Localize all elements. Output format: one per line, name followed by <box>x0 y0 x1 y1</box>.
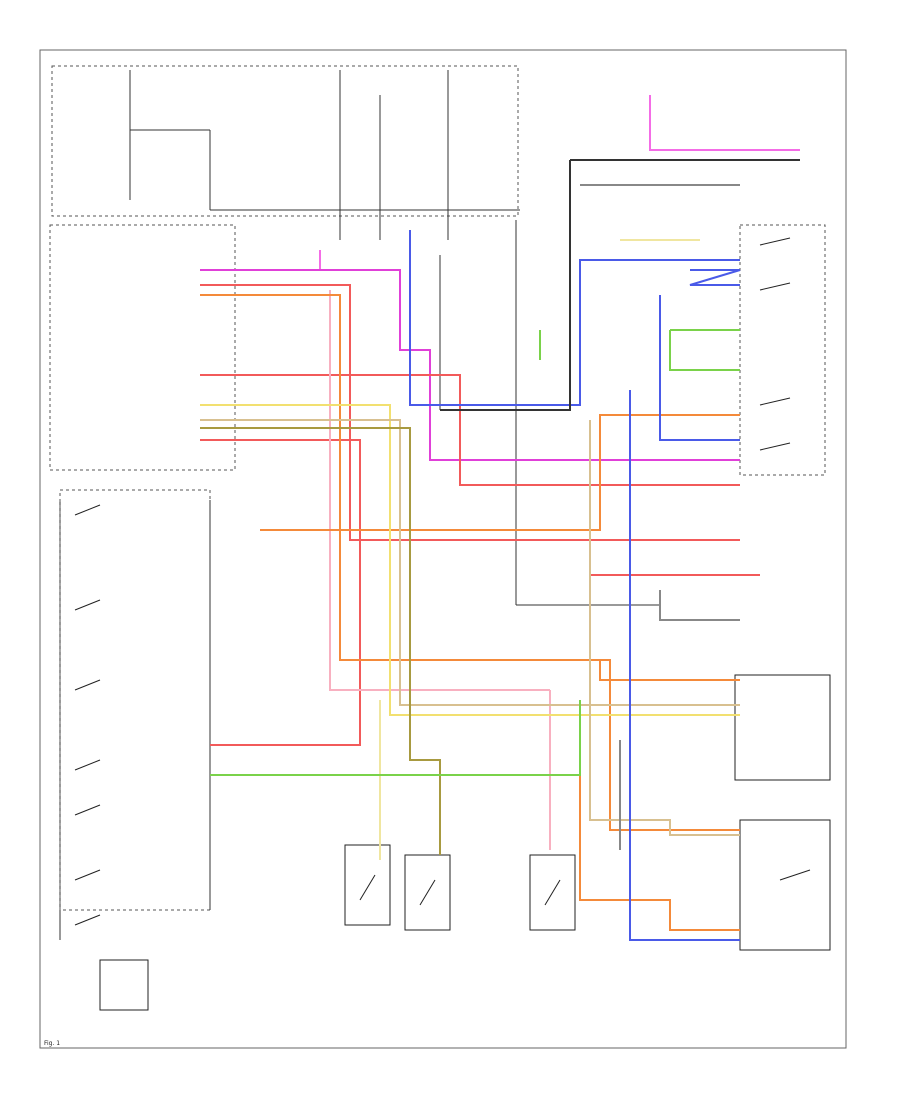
right-connector-box <box>734 674 831 781</box>
fuse-group-top <box>129 70 520 240</box>
bottom-left-module <box>99 959 149 1011</box>
wire-orange <box>200 294 740 931</box>
footer-label: Fig. 1 <box>44 1040 60 1047</box>
diagram-border <box>39 49 847 1049</box>
wire-black <box>440 159 800 850</box>
wire-blue <box>409 230 741 941</box>
wire-green <box>210 329 740 776</box>
relay-2 <box>404 854 451 931</box>
wire-olive <box>200 427 441 855</box>
right-switch-box-top <box>739 224 826 476</box>
wire-yellow <box>200 239 740 860</box>
right-bottom-box <box>739 819 831 951</box>
relay-3 <box>529 854 576 931</box>
switch-symbols-right <box>759 237 811 881</box>
wire-pink <box>200 95 800 461</box>
control-module-box <box>49 224 236 471</box>
switch-assembly-outline <box>59 489 211 911</box>
relay-internals <box>359 874 561 906</box>
relay-1 <box>344 844 391 926</box>
switch-symbols-left <box>74 504 101 926</box>
fuse-box-outline <box>51 65 519 217</box>
